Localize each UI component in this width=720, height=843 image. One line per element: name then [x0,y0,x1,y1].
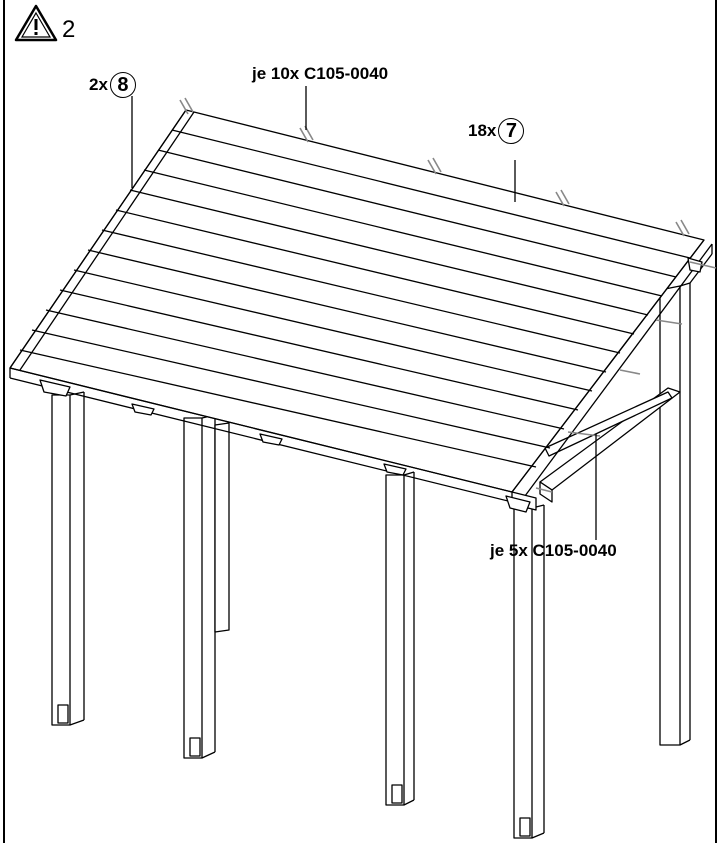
part7-qty: 18x [468,121,497,140]
part8-qty: 2x [89,75,108,94]
side-screws-text: je 5x C105-0040 [490,541,617,560]
screws [179,97,717,493]
posts [51,282,691,839]
leader-lines [131,86,597,540]
side-beam [539,387,681,503]
part7-callout: 18x 7 [468,118,525,144]
warning-triangle-icon [14,4,58,42]
step-header: 2 [14,4,75,44]
step-number: 2 [62,16,76,43]
side-screws-label: je 5x C105-0040 [490,541,617,561]
part7-number: 7 [498,118,525,144]
page-border-left [3,0,5,843]
part8-number: 8 [109,72,136,98]
top-screws-label: je 10x C105-0040 [252,64,388,84]
roof-deck [9,109,713,513]
page-border-right [715,0,717,843]
top-screws-text: je 10x C105-0040 [252,64,389,83]
part8-callout: 2x 8 [89,72,136,98]
